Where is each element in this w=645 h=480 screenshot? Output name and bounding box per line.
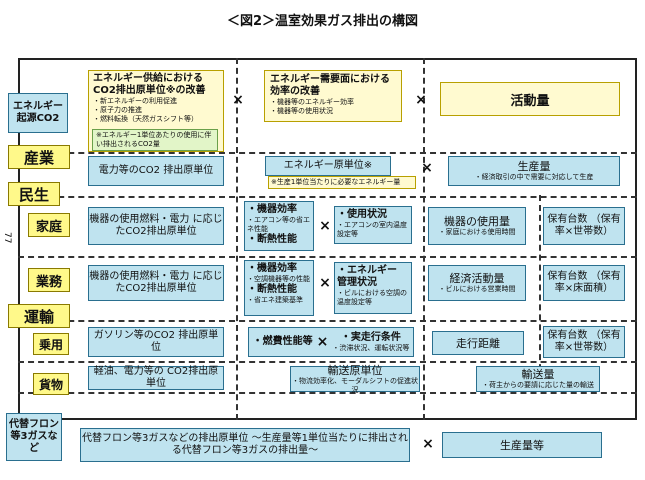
label-freight: 貨物	[33, 373, 69, 395]
household-usage-box: ・使用状況 ・エアコンの室内温度設定等	[334, 206, 412, 244]
activity-volume-box: 活動量	[440, 82, 620, 116]
row-divider	[18, 320, 637, 322]
passenger-distance: 走行距離	[432, 331, 524, 355]
household-eff-title: ・機器効率	[247, 204, 297, 215]
fluoro-production: 生産量等	[442, 432, 602, 458]
column-divider	[423, 58, 425, 420]
household-use-sub: ・エアコンの室内温度設定等	[337, 221, 407, 238]
industry-col2: エネルギー原単位※	[265, 156, 391, 176]
demand-box-title: エネルギー需要面における 効率の改善	[270, 74, 390, 97]
passenger-drive: ・実走行条件	[340, 331, 401, 343]
industry-col3-sub: ・経済取引の中で需要に対応して生産	[474, 173, 594, 181]
business-ins-title: ・断熱性能	[247, 284, 297, 295]
label-business: 業務	[28, 268, 70, 292]
business-mgmt-title: ・エネルギー 管理状況	[337, 265, 397, 288]
household-usage-title: 機器の使用量	[444, 215, 510, 228]
freight-col3: 輸送量 ・荷主からの要請に応じた量の輸送	[476, 366, 600, 392]
business-mgmt-sub: ・ビルにおける空調の温度設定等	[337, 289, 407, 306]
label-passenger: 乗用	[33, 333, 69, 355]
times-operator: ×	[232, 92, 244, 108]
demand-item: ・機器等のエネルギー効率	[270, 98, 354, 106]
demand-improvement-box: エネルギー需要面における 効率の改善 ・機器等のエネルギー効率 ・機器等の使用状…	[264, 70, 402, 122]
fluoro-main: 代替フロン等3ガスなどの排出原単位 〜生産量等1単位当たりに排出される代替フロン…	[80, 428, 410, 462]
supply-item: ・原子力の推進	[93, 106, 142, 114]
business-activity-sub: ・ビルにおける営業時間	[438, 285, 516, 293]
label-industry: 産業	[8, 145, 70, 169]
freight-col2: 輸送原単位 ・物流効率化、モーダルシフトの促進状況	[290, 363, 420, 394]
supply-box-title: エネルギー供給における CO2排出原単位※の改善	[93, 73, 206, 96]
supply-box-note: ※エネルギー1単位あたりの使用に伴い排出されるCO2量	[92, 129, 218, 151]
household-col1: 機器の使用燃料・電力 に応じたCO2排出原単位	[88, 207, 224, 245]
freight-col2-title: 輸送原単位	[327, 363, 383, 377]
times-operator: ×	[319, 275, 331, 291]
household-stock: 保有台数 （保有率×世帯数）	[543, 207, 625, 245]
business-col1: 機器の使用燃料・電力 に応じたCO2排出原単位	[88, 265, 224, 301]
times-operator: ×	[415, 92, 427, 108]
demand-item: ・機器等の使用状況	[270, 107, 333, 115]
supply-item: ・燃料転換（天然ガスシフト等）	[93, 115, 198, 123]
freight-col3-sub: ・荷主からの要請に応じた量の輸送	[482, 381, 594, 389]
label-transport: 運輸	[8, 304, 70, 328]
freight-col3-title: 輸送量	[521, 368, 555, 381]
diagram-frame	[18, 58, 637, 420]
industry-col2-note: ※生産1単位当たりに必要なエネルギー量	[268, 176, 416, 189]
business-activity: 経済活動量 ・ビルにおける営業時間	[428, 265, 526, 301]
passenger-col1: ガソリン等のCO2 排出原単位	[88, 327, 224, 357]
household-efficiency-box: ・機器効率 ・エアコン等の省エネ性能 ・断熱性能	[244, 201, 314, 251]
page-title: ＜図2＞温室効果ガス排出の構図	[226, 14, 419, 29]
household-usage-amount: 機器の使用量 ・家庭における使用時間	[428, 207, 526, 245]
side-number: 77	[2, 232, 12, 244]
label-civil: 民生	[8, 182, 60, 206]
row-divider	[18, 256, 637, 258]
label-fluoro-gases: 代替フロン等3ガスなど	[6, 413, 62, 461]
industry-col3-title: 生産量	[517, 160, 551, 173]
business-stock: 保有台数 （保有率×床面積）	[543, 265, 625, 301]
business-management-box: ・エネルギー 管理状況 ・ビルにおける空調の温度設定等	[334, 262, 412, 314]
business-ins-sub: ・省エネ建築基準	[247, 296, 303, 304]
household-use-title: ・使用状況	[337, 209, 387, 220]
row-divider	[18, 196, 637, 198]
business-efficiency-box: ・機器効率 ・空調機器等の性能 ・断熱性能 ・省エネ建築基準	[244, 260, 314, 316]
passenger-fuel: ・燃費性能等	[252, 336, 313, 347]
row-divider	[18, 392, 637, 394]
industry-col3: 生産量 ・経済取引の中で需要に対応して生産	[448, 156, 620, 186]
row-divider	[18, 361, 637, 363]
household-ins-title: ・断熱性能	[247, 234, 297, 245]
times-operator: ×	[319, 218, 331, 234]
supply-item: ・新エネルギーの利用促進	[93, 97, 177, 105]
household-eff-sub: ・エアコン等の省エネ性能	[247, 216, 310, 233]
industry-col1: 電力等のCO2 排出原単位	[88, 156, 224, 186]
times-operator: ×	[421, 160, 433, 176]
column-divider	[236, 58, 238, 420]
business-eff-title: ・機器効率	[247, 263, 297, 274]
label-household: 家庭	[28, 213, 70, 237]
supply-box-items: ・新エネルギーの利用促進 ・原子力の推進 ・燃料転換（天然ガスシフト等）	[93, 97, 219, 124]
household-usage-sub: ・家庭における使用時間	[438, 228, 516, 236]
times-operator: ×	[316, 334, 329, 350]
business-activity-title: 経済活動量	[449, 272, 505, 285]
times-operator: ×	[422, 436, 434, 452]
freight-col2-sub: ・物流効率化、モーダルシフトの促進状況	[292, 376, 418, 394]
label-energy-co2: エネルギー起源CO2	[8, 93, 68, 133]
row-divider	[18, 152, 637, 154]
passenger-stock: 保有台数 （保有率×世帯数）	[543, 326, 625, 358]
demand-box-items: ・機器等のエネルギー効率 ・機器等の使用状況	[270, 98, 396, 116]
passenger-drive-sub: ・渋滞状況、運転状況等	[332, 343, 410, 352]
passenger-col2: ・燃費性能等 × ・実走行条件 ・渋滞状況、運転状況等	[248, 327, 414, 357]
column-divider	[539, 195, 541, 390]
business-eff-sub: ・空調機器等の性能	[247, 275, 310, 283]
freight-col1: 軽油、電力等の CO2排出原単位	[88, 366, 224, 390]
